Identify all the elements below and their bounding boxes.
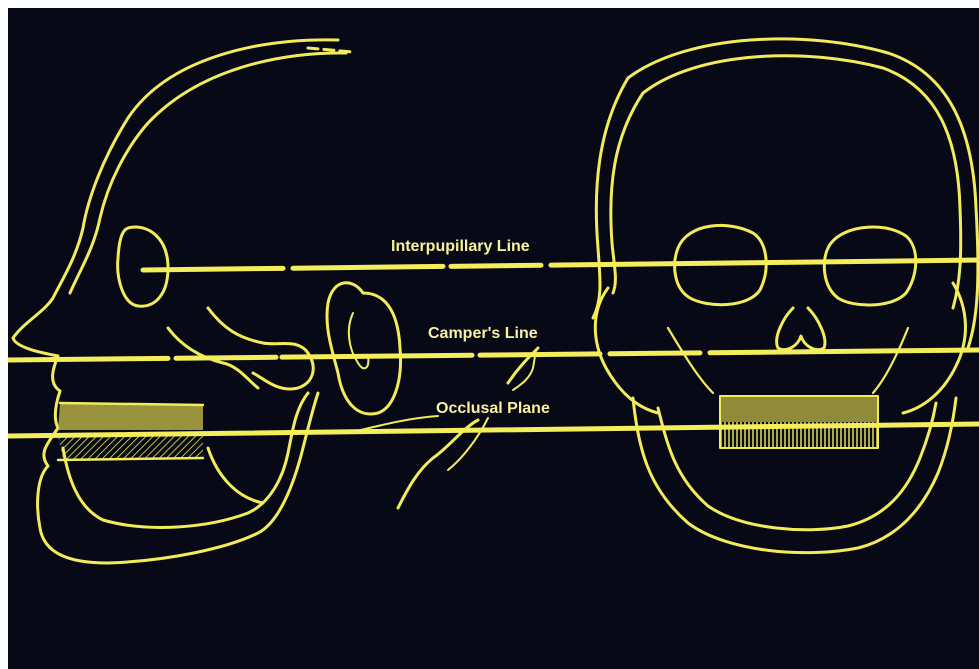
interpupillary-line — [143, 260, 979, 270]
frontal-left-zygoma — [595, 288, 658, 413]
frontal-cranium-outer — [628, 39, 978, 348]
skull-reference-lines-diagram: Interpupillary Line Camper's Line Occlus… — [8, 8, 979, 669]
frontal-cranium-inner — [643, 56, 961, 308]
profile-skull-dash — [308, 48, 353, 52]
profile-skull-inner — [70, 53, 346, 293]
frontal-right-cheek — [873, 328, 908, 393]
diagram-slide: Interpupillary Line Camper's Line Occlus… — [8, 8, 979, 669]
profile-skull-outline — [13, 40, 338, 563]
frontal-teeth-upper — [720, 396, 878, 422]
profile-lower-teeth-band — [58, 436, 203, 460]
interpupillary-label: Interpupillary Line — [391, 238, 530, 255]
campers-line — [8, 350, 979, 360]
frontal-right-orbit — [824, 227, 915, 305]
profile-head — [13, 40, 538, 563]
profile-mandible-ramus — [208, 448, 263, 503]
profile-orbit — [118, 227, 168, 306]
frontal-left-cheek — [668, 328, 713, 393]
profile-ear — [327, 283, 401, 414]
profile-ear-inner — [349, 313, 369, 368]
profile-upper-teeth-band — [58, 403, 203, 430]
occlusal-label: Occlusal Plane — [436, 400, 550, 417]
frontal-nasal-aperture — [777, 308, 825, 350]
campers-label: Camper's Line — [428, 325, 538, 342]
frontal-skull — [593, 39, 978, 553]
frontal-teeth — [720, 396, 878, 448]
profile-zygomatic — [208, 308, 313, 389]
